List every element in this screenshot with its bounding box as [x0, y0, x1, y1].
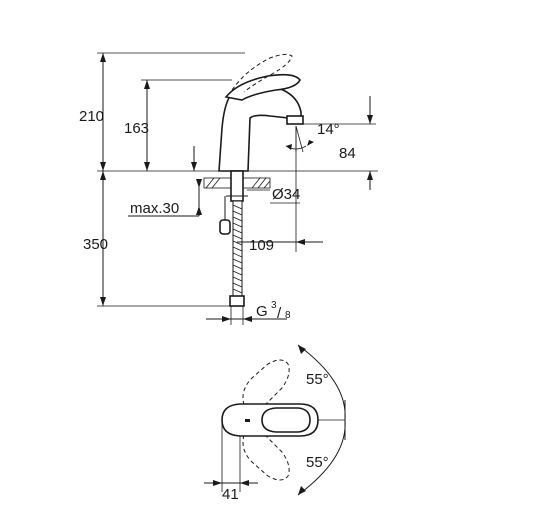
dim-angle-lower-label: 55° [306, 454, 329, 471]
svg-text:/: / [277, 305, 282, 322]
dim-thread-numerator: 3 [271, 300, 277, 311]
dim-angle-upper-label: 55° [306, 371, 329, 388]
lever-rotated-lower [242, 431, 290, 481]
dim-spout-height-label: 163 [124, 120, 149, 137]
dim-total-height-label: 210 [79, 108, 104, 125]
dim-thread-label: G [256, 303, 268, 320]
dim-max-thickness-label: max.30 [130, 200, 179, 217]
dim-diameter-label: Ø34 [272, 186, 300, 203]
lever-rotated-upper [242, 359, 290, 409]
dim-reach-label: 109 [249, 237, 274, 254]
lever-top [261, 407, 311, 433]
flexible-hose [232, 200, 243, 300]
lever-raised-outline [231, 53, 293, 93]
dim-below-counter-label: 350 [83, 236, 108, 253]
spout-outlet [286, 115, 304, 125]
lever-handle [224, 73, 301, 101]
drain-pull-rod [219, 219, 231, 235]
dim-thread-denominator: 8 [285, 310, 291, 321]
side-view: 210 163 84 14° Ø34 max.30 350 109 G 3 / … [79, 52, 378, 325]
dim-offset-label: 41 [222, 486, 239, 503]
top-view: 55° 55° 41 [204, 344, 346, 503]
dim-outlet-height-label: 84 [339, 145, 356, 162]
dim-angle-label: 14° [317, 121, 340, 138]
hose-connector [229, 295, 245, 307]
